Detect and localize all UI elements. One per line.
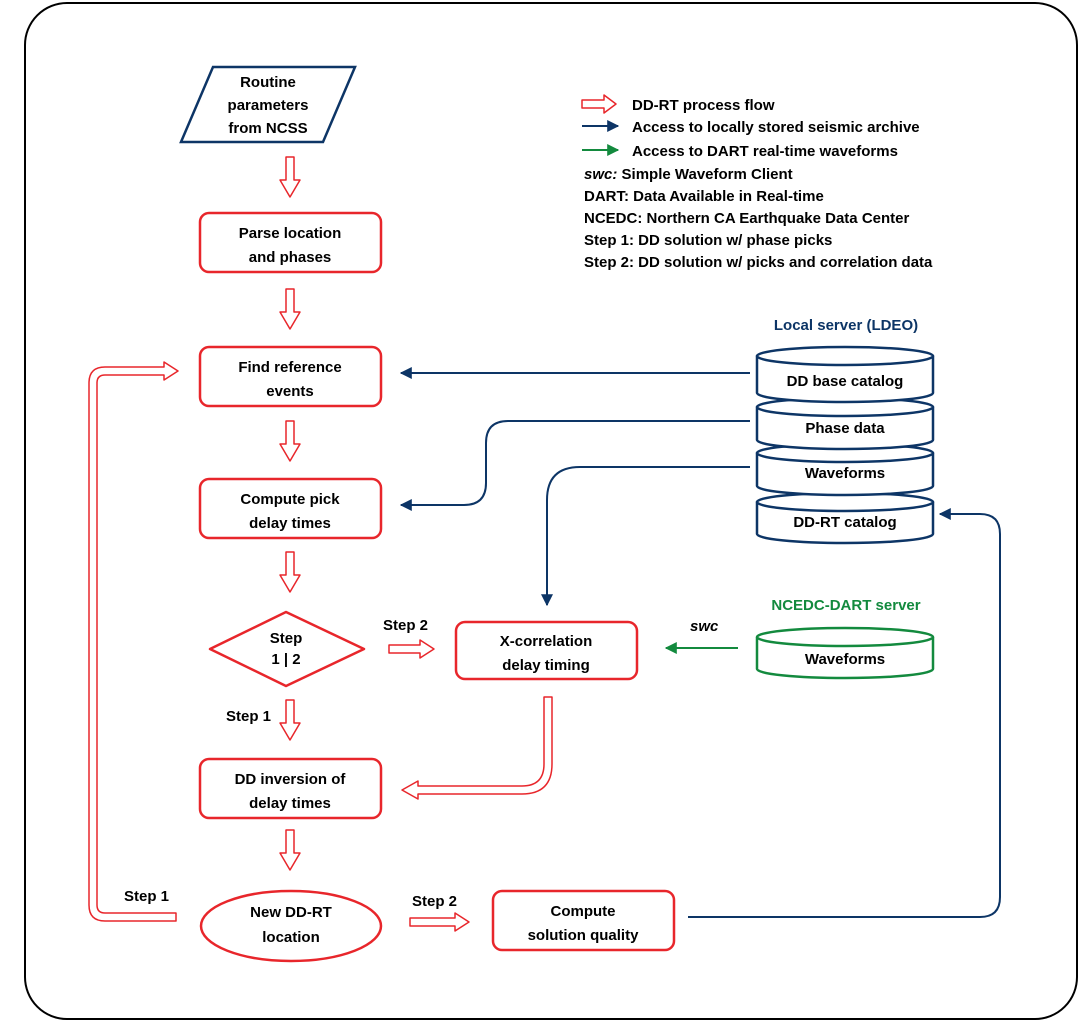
parse-line-1: Parse location [239, 225, 342, 242]
access-phase-to-compute-pick [399, 420, 750, 511]
local-server-title: Local server (LDEO) [774, 317, 918, 334]
legend-red-arrow-label: DD-RT process flow [632, 97, 775, 114]
flow-arrow-step2-top [388, 639, 435, 659]
quality-line-1: Compute [551, 903, 616, 920]
label-step2-bottom: Step 2 [412, 893, 457, 910]
label-step1-mid: Step 1 [226, 708, 271, 725]
compute-pick-line-1: Compute pick [240, 491, 340, 508]
xcorr-line-1: X-correlation [500, 633, 593, 650]
access-quality-to-dd-rt-catalog [688, 508, 1001, 918]
legend-rows: Access to locally stored seismic archive… [582, 119, 933, 271]
ncedc-server-title: NCEDC-DART server [771, 597, 920, 614]
node-dd-inversion: DD inversion of delay times [198, 757, 383, 820]
decision-line-1: Step [270, 630, 303, 647]
db-dd-rt-catalog [755, 491, 935, 545]
legend-green-label: Access to DART real-time waveforms [632, 143, 898, 160]
parse-line-2: and phases [249, 249, 332, 266]
legend-red-arrow-icon [581, 94, 617, 114]
legend-swc-def: Simple Waveform Client [617, 166, 792, 183]
db-phase-data [755, 396, 935, 451]
new-loc-line-2: location [262, 929, 320, 946]
legend-step2: Step 2: DD solution w/ picks and correla… [584, 254, 933, 271]
node-routine-parameters: Routine parameters from NCSS [179, 65, 357, 144]
flow-arrow-down-2 [279, 288, 301, 330]
flow-arrow-down-4 [279, 551, 301, 593]
routine-line-3: from NCSS [228, 120, 307, 137]
db-waveforms-ncedc [755, 626, 935, 680]
routine-line-2: parameters [228, 97, 309, 114]
node-solution-quality: Compute solution quality [491, 889, 676, 952]
dd-inv-line-1: DD inversion of [235, 771, 347, 788]
node-find-reference-events: Find reference events [198, 345, 383, 408]
xcorr-line-2: delay timing [502, 657, 590, 674]
db-label-phase-data: Phase data [805, 420, 885, 437]
quality-line-2: solution quality [528, 927, 639, 944]
routine-line-1: Routine [240, 74, 296, 91]
flow-return-step1-loop [88, 361, 179, 922]
flow-arrow-down-6 [279, 829, 301, 871]
node-new-location: New DD-RT location [199, 889, 383, 963]
flow-arrow-down-5 [279, 699, 301, 741]
legend-ncedc: NCEDC: Northern CA Earthquake Data Cente… [584, 210, 909, 227]
legend-step1: Step 1: DD solution w/ phase picks [584, 232, 832, 249]
flow-arrow-down-1 [279, 156, 301, 198]
find-ref-line-2: events [266, 383, 314, 400]
node-compute-pick-delay: Compute pick delay times [198, 477, 383, 540]
new-loc-line-1: New DD-RT [250, 904, 332, 921]
compute-pick-line-2: delay times [249, 515, 331, 532]
db-label-dd-rt-catalog: DD-RT catalog [793, 514, 896, 531]
dd-inv-line-2: delay times [249, 795, 331, 812]
access-waveforms-to-xcorr [541, 466, 750, 607]
legend-blue-label: Access to locally stored seismic archive [632, 119, 920, 136]
db-label-dd-base: DD base catalog [787, 373, 904, 390]
label-step1-bottom: Step 1 [124, 888, 169, 905]
node-xcorrelation: X-correlation delay timing [454, 620, 639, 681]
find-ref-line-1: Find reference [238, 359, 341, 376]
legend-swc-abbr: swc: [584, 166, 617, 183]
db-label-waveforms: Waveforms [805, 465, 885, 482]
flow-return-xcorr-to-inversion [401, 696, 553, 800]
flow-arrow-down-3 [279, 420, 301, 462]
db-label-ncedc-waveforms: Waveforms [805, 651, 885, 668]
legend-swc: swc: Simple Waveform Client [584, 166, 793, 183]
node-step-decision: Step 1 | 2 [208, 610, 366, 688]
flow-arrow-step2-bottom [409, 912, 470, 932]
label-swc: swc [690, 618, 719, 635]
label-step2-top: Step 2 [383, 617, 428, 634]
legend-dart: DART: Data Available in Real-time [584, 188, 824, 205]
decision-line-2: 1 | 2 [271, 651, 300, 668]
legend: DD-RT process flow [581, 94, 775, 114]
node-parse-location: Parse location and phases [198, 211, 383, 274]
db-dd-base-catalog [755, 345, 935, 404]
